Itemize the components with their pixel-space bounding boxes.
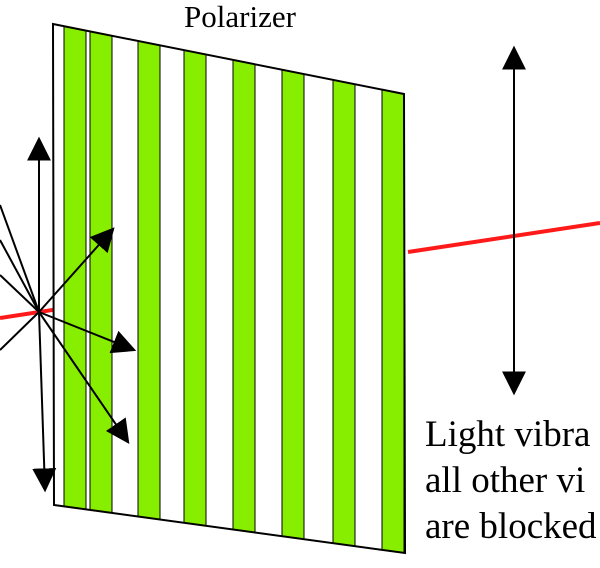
polarizer-stripe <box>332 24 356 553</box>
vibration-arrow-right <box>38 311 137 354</box>
vibration-line-lower-left <box>0 311 40 351</box>
polarizer-stripe <box>281 24 305 553</box>
polarizer-stripe <box>183 24 207 553</box>
polarizer-panel <box>51 22 407 555</box>
caption: Light vibra all other vi are blocked <box>425 414 597 547</box>
polarizer-stripe <box>232 24 256 553</box>
polarizer-stripe <box>381 24 405 553</box>
vibration-line-upper-left <box>0 239 40 313</box>
transmitted-beam <box>407 221 600 254</box>
unpolarized-vibration-arrows-icon <box>0 136 137 493</box>
polarizer-frame <box>51 22 407 555</box>
polarizer-label: Polarizer <box>184 0 297 34</box>
caption-line-3: are blocked <box>425 506 597 547</box>
caption-line-2: all other vi <box>425 460 585 501</box>
polarizer-stripe <box>137 24 161 553</box>
vibration-line-left <box>0 274 40 313</box>
vibration-arrow-down <box>32 311 57 493</box>
polarizer-stripes <box>63 24 405 553</box>
polarizer-stripe <box>89 24 113 553</box>
vibration-arrow-upper-right <box>38 227 115 313</box>
polarizer-stripe <box>63 24 87 553</box>
vibration-line-upper-left-2 <box>0 204 40 313</box>
caption-line-1: Light vibra <box>425 414 590 455</box>
vibration-arrow-lower-right <box>38 311 130 444</box>
